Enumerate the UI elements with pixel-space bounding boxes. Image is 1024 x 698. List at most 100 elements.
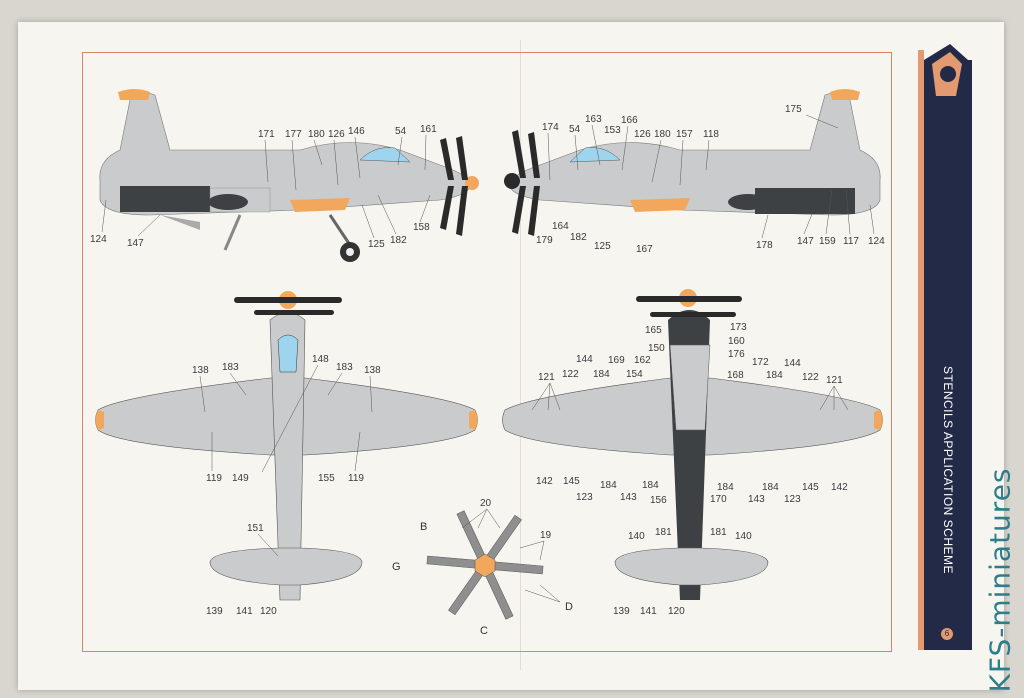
callout: 125 xyxy=(368,239,385,250)
callout: 177 xyxy=(285,129,302,140)
callout: 159 xyxy=(819,236,836,247)
callout-letter: B xyxy=(420,521,427,533)
callout: 157 xyxy=(676,129,693,140)
callout: 160 xyxy=(728,336,745,347)
callout: 153 xyxy=(604,125,621,136)
callout: 156 xyxy=(650,495,667,506)
left-side-callouts: 171 177 180 126 146 54 161 124 147 125 1… xyxy=(90,124,437,250)
callout: 163 xyxy=(585,114,602,125)
callout: 138 xyxy=(192,365,209,376)
callout: 184 xyxy=(762,482,779,493)
callout: 124 xyxy=(868,236,885,247)
callout: 141 xyxy=(236,606,253,617)
callout: 145 xyxy=(563,476,580,487)
callout: 140 xyxy=(735,531,752,542)
callout: 176 xyxy=(728,349,745,360)
leader-lines xyxy=(101,114,875,603)
callout: 164 xyxy=(552,221,569,232)
callout: 171 xyxy=(258,129,275,140)
callout: 182 xyxy=(390,235,407,246)
callout: 180 xyxy=(308,129,325,140)
top-view-callouts: 138 183 148 183 138 119 149 155 119 151 … xyxy=(192,354,381,617)
callout: 183 xyxy=(336,362,353,373)
callout: 54 xyxy=(395,126,407,137)
callout: 144 xyxy=(576,354,593,365)
callout: 184 xyxy=(593,369,610,380)
callout: 125 xyxy=(594,241,611,252)
callout: 143 xyxy=(620,492,637,503)
top-plan-view xyxy=(95,291,478,601)
page-number: 6 xyxy=(941,628,953,640)
callout: 175 xyxy=(785,104,802,115)
callout: 122 xyxy=(562,369,579,380)
banner-stripe xyxy=(918,50,924,650)
bottom-view-callouts: 165 173 160 176 144 169 162 150 154 184 … xyxy=(536,322,848,617)
bottom-plan-view xyxy=(502,289,883,600)
callout: 161 xyxy=(420,124,437,135)
callout: 182 xyxy=(570,232,587,243)
callout: 123 xyxy=(576,492,593,503)
callout-letter: G xyxy=(392,561,401,573)
callout: 184 xyxy=(642,480,659,491)
callout: 179 xyxy=(536,235,553,246)
page-frame xyxy=(82,52,892,652)
callout: 155 xyxy=(318,473,335,484)
callout-letter: C xyxy=(480,625,488,637)
callout: 147 xyxy=(797,236,814,247)
callout: 178 xyxy=(756,240,773,251)
callout: 139 xyxy=(613,606,630,617)
callout: 181 xyxy=(655,527,672,538)
callout: 180 xyxy=(654,129,671,140)
callout: 126 xyxy=(328,129,345,140)
callout: 170 xyxy=(710,494,727,505)
callout: 148 xyxy=(312,354,329,365)
callout: 184 xyxy=(600,480,617,491)
callout: 166 xyxy=(621,115,638,126)
left-side-profile xyxy=(99,89,479,262)
callout: 174 xyxy=(542,122,559,133)
callout: 169 xyxy=(608,355,625,366)
callout: 145 xyxy=(802,482,819,493)
callout: 119 xyxy=(348,473,364,484)
side-banner xyxy=(924,60,972,650)
callout: 138 xyxy=(364,365,381,376)
callout: 165 xyxy=(645,325,662,336)
callout: 146 xyxy=(348,126,365,137)
callout: 124 xyxy=(90,234,107,245)
callout: 158 xyxy=(413,222,430,233)
callout: 120 xyxy=(260,606,277,617)
callout: 147 xyxy=(127,238,144,249)
callout: 54 xyxy=(569,124,581,135)
callout: 141 xyxy=(640,606,657,617)
callout: 168 xyxy=(727,370,744,381)
callout: 123 xyxy=(784,494,801,505)
callout: 121 xyxy=(538,372,555,383)
callout: 181 xyxy=(710,527,727,538)
callout: 183 xyxy=(222,362,239,373)
right-side-profile xyxy=(504,89,881,236)
callout: 172 xyxy=(752,357,769,368)
callout: 118 xyxy=(703,129,719,140)
callout: 151 xyxy=(247,523,264,534)
callout: 150 xyxy=(648,343,665,354)
callout: 119 xyxy=(206,473,222,484)
callout: 184 xyxy=(717,482,734,493)
callout-letter: D xyxy=(565,601,573,613)
callout: 144 xyxy=(784,358,801,369)
callout: 20 xyxy=(480,498,492,509)
callout: 184 xyxy=(766,370,783,381)
callout: 19 xyxy=(540,530,552,541)
callout: 143 xyxy=(748,494,765,505)
callout: 154 xyxy=(626,369,643,380)
brand-logo xyxy=(924,44,968,102)
callout: 142 xyxy=(536,476,553,487)
page-fold xyxy=(520,40,521,670)
propeller-letters: B G D C xyxy=(392,521,573,637)
callout: 142 xyxy=(831,482,848,493)
propeller-callouts: 20 19 xyxy=(480,498,552,541)
propeller-diagram xyxy=(426,510,544,620)
callout: 162 xyxy=(634,355,651,366)
callout: 120 xyxy=(668,606,685,617)
callout: 122 xyxy=(802,372,819,383)
